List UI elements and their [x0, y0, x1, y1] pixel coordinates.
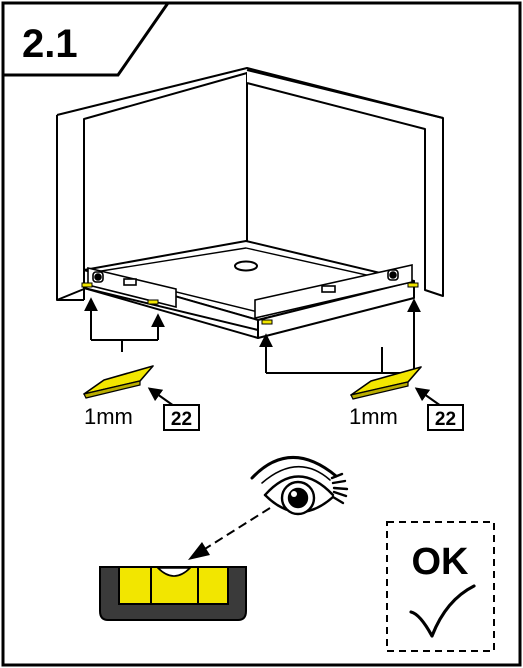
wall-corner-illustration — [56, 67, 444, 301]
support-panel-left — [87, 266, 177, 309]
checkmark-icon — [409, 584, 476, 638]
shim-thickness-label-right: 1mm — [349, 404, 398, 429]
ok-check-box — [386, 521, 495, 652]
support-panel-right — [254, 264, 413, 320]
part-ref-right: 22 — [435, 409, 456, 430]
shim-left — [83, 365, 154, 399]
spirit-level-icon — [99, 566, 247, 621]
shim-right — [350, 366, 422, 400]
shim-thickness-label-left: 1mm — [84, 404, 133, 429]
part-arrow-right — [414, 387, 442, 407]
step-tab — [1, 1, 171, 77]
part-ref-box-left — [163, 404, 200, 431]
pointer-bracket-left — [84, 297, 165, 352]
pointer-bracket-right — [259, 298, 421, 374]
part-ref-left: 22 — [171, 409, 192, 430]
ok-label: OK — [412, 541, 470, 583]
part-ref-box-right — [427, 404, 464, 431]
drain — [234, 260, 258, 272]
eye-icon — [250, 456, 349, 516]
step-number: 2.1 — [22, 22, 78, 66]
shim-position-markers — [81, 282, 419, 325]
sight-arrow — [188, 507, 271, 560]
part-arrow-left — [147, 387, 175, 407]
